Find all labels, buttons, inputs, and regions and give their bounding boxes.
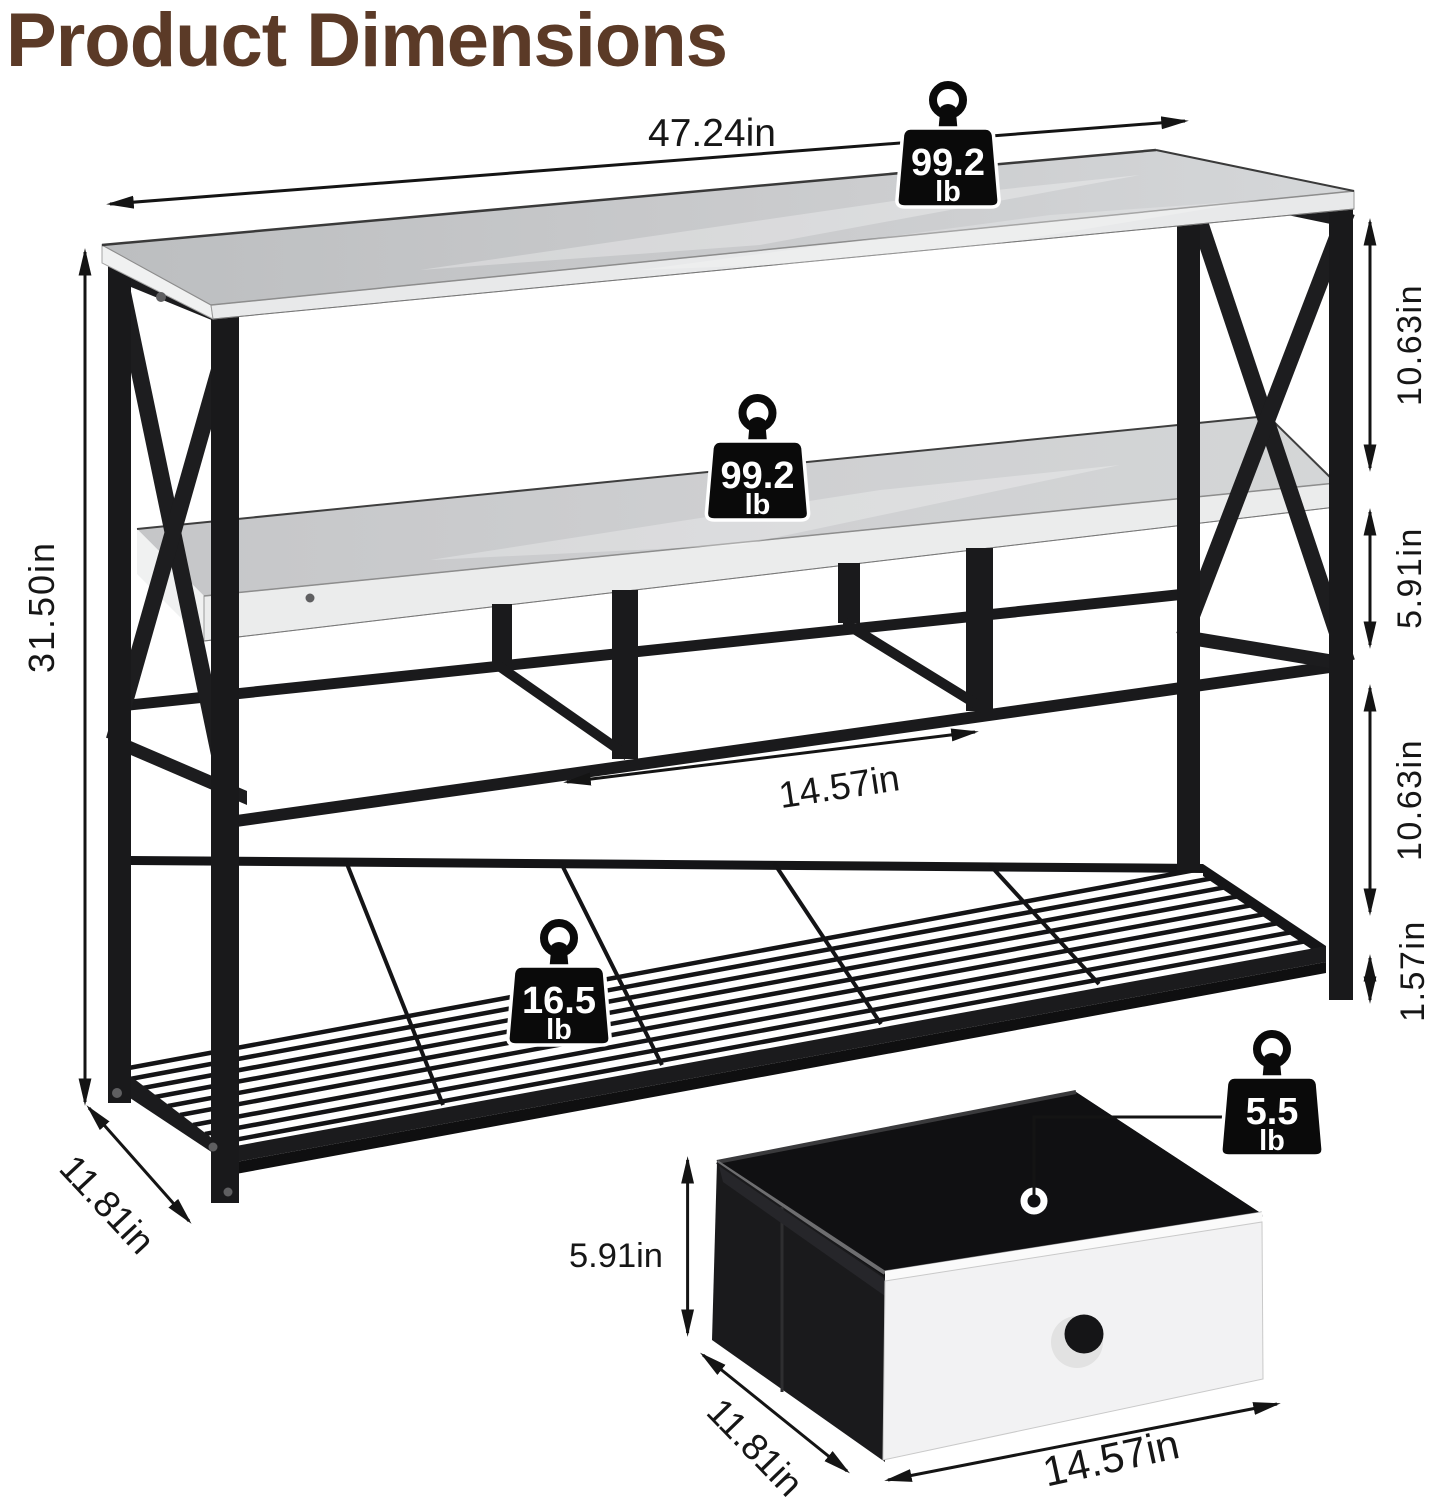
svg-text:5.91in: 5.91in	[569, 1237, 663, 1275]
svg-text:lb: lb	[1259, 1125, 1285, 1157]
svg-text:16.5: 16.5	[522, 980, 596, 1022]
svg-text:14.57in: 14.57in	[1039, 1420, 1184, 1495]
svg-text:11.81in: 11.81in	[52, 1147, 163, 1262]
svg-text:lb: lb	[935, 176, 961, 208]
svg-text:lb: lb	[546, 1014, 572, 1046]
svg-text:10.63in: 10.63in	[1391, 284, 1429, 406]
svg-text:5.5: 5.5	[1246, 1091, 1299, 1133]
svg-text:47.24in: 47.24in	[648, 112, 776, 155]
svg-text:5.91in: 5.91in	[1391, 527, 1429, 629]
svg-text:10.63in: 10.63in	[1391, 739, 1429, 861]
svg-text:99.2: 99.2	[721, 455, 795, 497]
svg-text:lb: lb	[745, 489, 771, 521]
svg-text:99.2: 99.2	[911, 142, 985, 184]
svg-text:11.81in: 11.81in	[699, 1390, 811, 1500]
svg-text:1.57in: 1.57in	[1394, 920, 1432, 1022]
svg-text:14.57in: 14.57in	[776, 757, 902, 816]
svg-text:31.50in: 31.50in	[21, 541, 62, 673]
svg-text:Product Dimensions: Product Dimensions	[6, 0, 727, 83]
